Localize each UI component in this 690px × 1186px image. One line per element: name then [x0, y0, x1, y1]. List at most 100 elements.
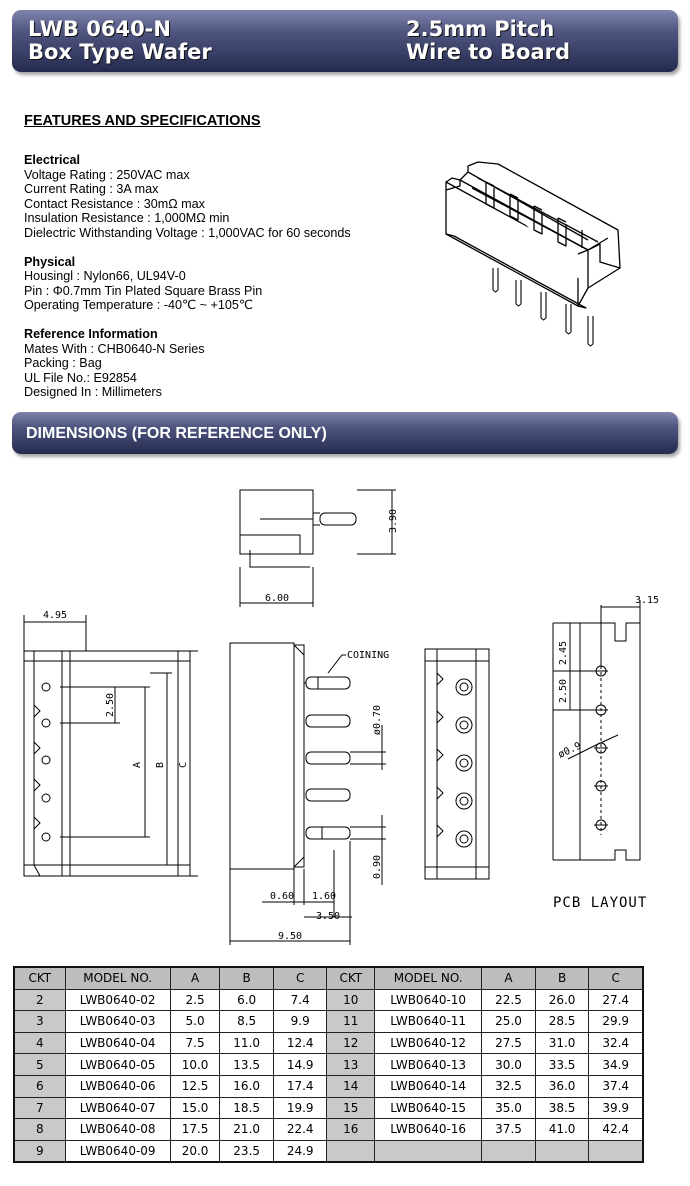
- a-cell: 2.5: [169, 988, 221, 1012]
- label-c: C: [178, 762, 189, 768]
- product-illustration: [445, 161, 621, 347]
- c-cell: 7.4: [272, 988, 328, 1012]
- ckt-cell: 2: [13, 988, 66, 1012]
- application-title: Wire to Board: [406, 40, 571, 64]
- header-banner: LWB 0640-N Box Type Wafer 2.5mm Pitch Wi…: [12, 10, 678, 72]
- reference-heading: Reference Information: [24, 326, 158, 341]
- a-cell: 27.5: [481, 1031, 536, 1055]
- b-cell: 21.0: [219, 1118, 274, 1141]
- dimensions-heading: DIMENSIONS (FOR REFERENCE ONLY): [26, 425, 327, 442]
- ckt-cell: 7: [13, 1096, 66, 1120]
- a-cell: 35.0: [481, 1096, 536, 1120]
- electrical-heading: Electrical: [24, 153, 81, 167]
- b-cell: 36.0: [534, 1074, 590, 1098]
- label-pin-len: 0.90: [372, 855, 383, 879]
- model-cell: [374, 1139, 483, 1163]
- label-b: B: [155, 762, 166, 768]
- spec-line: Mates With : CHB0640-N Series: [24, 341, 205, 356]
- model-cell: LWB0640-03: [64, 1010, 171, 1033]
- model-cell: LWB0640-15: [374, 1096, 483, 1120]
- specifications: Electrical Voltage Rating : 250VAC max C…: [24, 153, 414, 414]
- b-cell: 28.5: [534, 1010, 590, 1033]
- header-c: C: [272, 966, 328, 990]
- side-view: [239, 489, 396, 607]
- end-view: [424, 648, 490, 880]
- c-cell: 9.9: [272, 1010, 328, 1033]
- c-cell: 37.4: [588, 1074, 644, 1098]
- spec-line: Operating Temperature : -40℃ ~ +105℃: [24, 298, 253, 313]
- header-a: A: [481, 966, 536, 990]
- a-cell: [481, 1139, 536, 1163]
- c-cell: 29.9: [588, 1010, 644, 1033]
- header-model: MODEL NO.: [64, 966, 171, 990]
- model-cell: LWB0640-06: [64, 1074, 171, 1098]
- label-top-width: 6.00: [265, 593, 289, 604]
- model-cell: LWB0640-14: [374, 1074, 483, 1098]
- dimension-drawings: 3.90 6.00 4.95 2.50 A B C COINING ø0.70 …: [23, 489, 659, 945]
- ckt-cell: 16: [326, 1118, 376, 1141]
- label-pin-dia: ø0.70: [372, 705, 383, 735]
- model-cell: LWB0640-04: [64, 1031, 171, 1055]
- ckt-cell: 15: [326, 1096, 376, 1120]
- label-160: 1.60: [312, 891, 336, 902]
- header-b: B: [534, 966, 590, 990]
- reference-group: Reference Information Mates With : CHB06…: [24, 327, 414, 400]
- electrical-group: Electrical Voltage Rating : 250VAC max C…: [24, 153, 414, 241]
- b-cell: 26.0: [534, 988, 590, 1012]
- header-model: MODEL NO.: [374, 966, 483, 990]
- model-cell: LWB0640-05: [64, 1053, 171, 1076]
- label-pcb-250: 2.50: [558, 679, 569, 703]
- label-front-width: 4.95: [43, 610, 67, 621]
- ckt-cell: 9: [13, 1139, 66, 1163]
- model-cell: LWB0640-08: [64, 1118, 171, 1141]
- table-header-row: CKT MODEL NO. A B C CKT MODEL NO. A B C: [13, 966, 644, 990]
- pcb-layout-label: PCB LAYOUT: [553, 895, 647, 911]
- spec-line: Current Rating : 3A max: [24, 182, 159, 197]
- c-cell: 19.9: [272, 1096, 328, 1120]
- c-cell: 12.4: [272, 1031, 328, 1055]
- a-cell: 30.0: [481, 1053, 536, 1076]
- b-cell: 13.5: [219, 1053, 274, 1076]
- ckt-cell: 8: [13, 1118, 66, 1141]
- a-cell: 25.0: [481, 1010, 536, 1033]
- a-cell: 32.5: [481, 1074, 536, 1098]
- label-pcb-245: 2.45: [558, 641, 569, 665]
- model-cell: LWB0640-12: [374, 1031, 483, 1055]
- spec-line: Contact Resistance : 30mΩ max: [24, 196, 205, 211]
- b-cell: 33.5: [534, 1053, 590, 1076]
- b-cell: 31.0: [534, 1031, 590, 1055]
- header-c: C: [588, 966, 644, 990]
- header-ckt: CKT: [326, 966, 376, 990]
- a-cell: 17.5: [169, 1118, 221, 1141]
- label-coining: COINING: [347, 650, 389, 661]
- c-cell: [588, 1139, 644, 1163]
- ckt-cell: 6: [13, 1074, 66, 1098]
- header-ckt: CKT: [13, 966, 66, 990]
- ckt-cell: 4: [13, 1031, 66, 1055]
- model-table: CKT MODEL NO. A B C CKT MODEL NO. A B C …: [13, 966, 644, 1164]
- model-cell: LWB0640-11: [374, 1010, 483, 1033]
- model-cell: LWB0640-10: [374, 988, 483, 1012]
- spec-line: Dielectric Withstanding Voltage : 1,000V…: [24, 225, 351, 240]
- model-cell: LWB0640-13: [374, 1053, 483, 1076]
- label-950: 9.50: [278, 931, 302, 942]
- label-top-height: 3.90: [388, 509, 399, 533]
- model-title: LWB 0640-N: [28, 17, 171, 41]
- dimensions-banner: DIMENSIONS (FOR REFERENCE ONLY): [12, 412, 678, 454]
- spec-line: Housingl : Nylon66, UL94V-0: [24, 269, 186, 284]
- features-heading: FEATURES AND SPECIFICATIONS: [24, 113, 261, 129]
- b-cell: 11.0: [219, 1031, 274, 1055]
- a-cell: 5.0: [169, 1010, 221, 1033]
- ckt-cell: 11: [326, 1010, 376, 1033]
- a-cell: 10.0: [169, 1053, 221, 1076]
- c-cell: 17.4: [272, 1074, 328, 1098]
- c-cell: 14.9: [272, 1053, 328, 1076]
- header-a: A: [169, 966, 221, 990]
- front-view: [23, 615, 198, 877]
- ckt-cell: 5: [13, 1053, 66, 1076]
- ckt-cell: 12: [326, 1031, 376, 1055]
